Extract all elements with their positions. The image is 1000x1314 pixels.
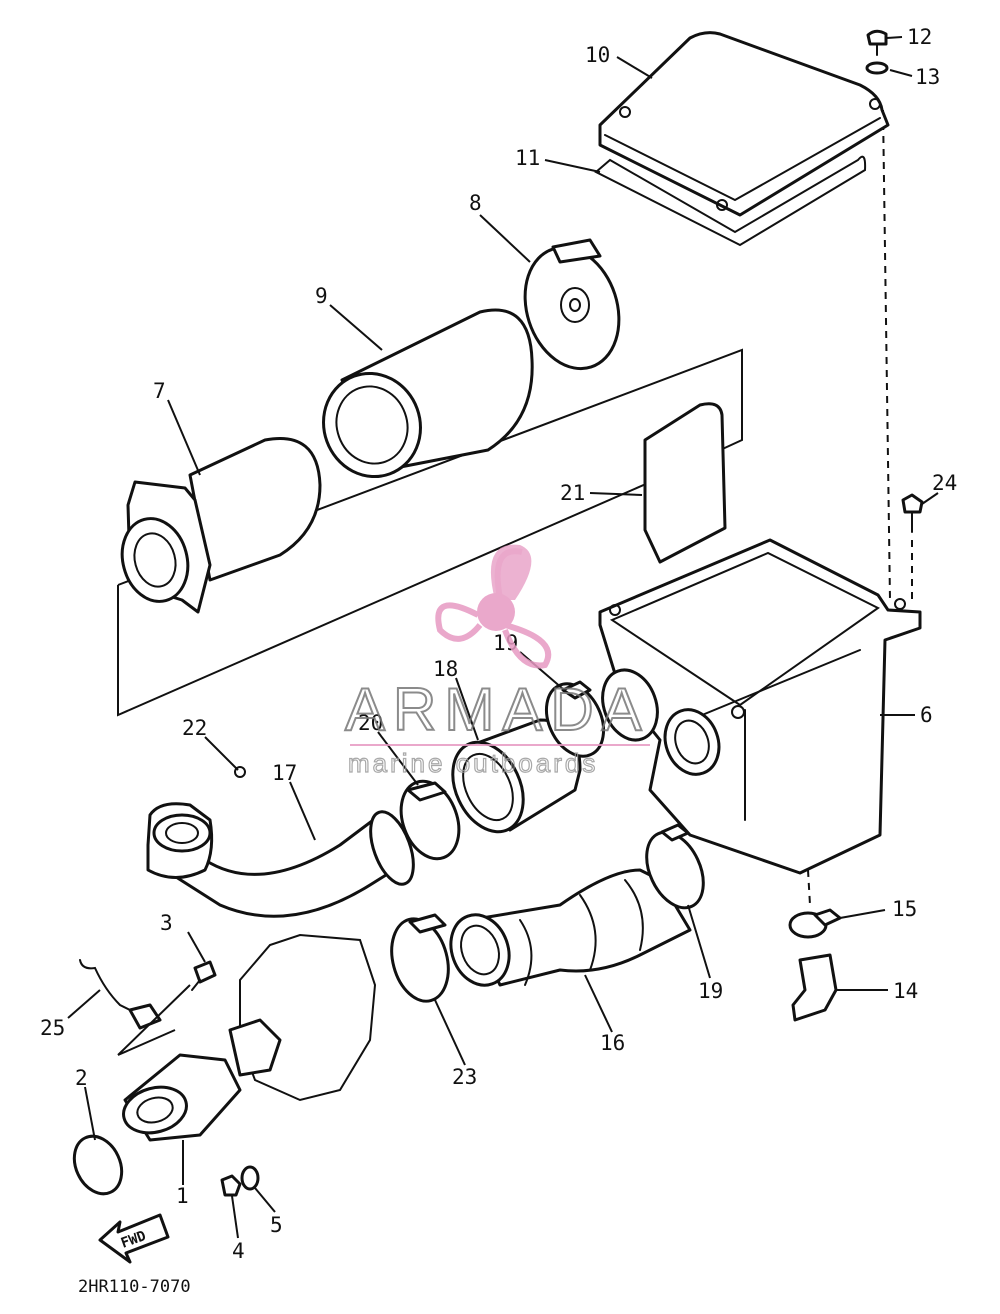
watermark-brand: ARMADA xyxy=(345,676,650,743)
cover-gasket xyxy=(594,155,867,247)
callout-15: 15 xyxy=(892,897,917,921)
hose-clamp-23 xyxy=(390,913,450,1003)
alignment-lines xyxy=(807,109,913,906)
filter-end-cap xyxy=(523,238,621,371)
engine-casing xyxy=(239,933,377,1102)
air-box-cover xyxy=(598,31,890,217)
callout-25: 25 xyxy=(40,1016,65,1040)
callout-16: 16 xyxy=(600,1031,625,1055)
inner-filter-element xyxy=(120,437,322,614)
callout-1: 1 xyxy=(176,1184,189,1208)
callout-2: 2 xyxy=(75,1066,88,1090)
wire-clip xyxy=(234,766,246,778)
drawing-code: 2HR110-7070 xyxy=(78,1277,191,1297)
callout-8: 8 xyxy=(469,191,482,215)
carburetor-joint xyxy=(122,1018,282,1142)
hose-clamp-20 xyxy=(399,779,461,861)
intake-duct xyxy=(146,802,415,918)
callout-3: 3 xyxy=(160,911,173,935)
leader-lines xyxy=(67,36,939,1239)
watermark-tagline: marine outboards xyxy=(348,748,598,778)
sensor-wire xyxy=(79,959,162,1030)
callout-23: 23 xyxy=(452,1065,477,1089)
o-ring xyxy=(72,1134,124,1196)
drain-clamp xyxy=(788,908,842,939)
callout-13: 13 xyxy=(915,65,940,89)
air-box-bolt xyxy=(901,493,924,533)
nut xyxy=(220,1174,242,1197)
callout-17: 17 xyxy=(272,761,297,785)
filter-element xyxy=(322,308,534,479)
rubber-joint xyxy=(449,868,692,987)
callout-7: 7 xyxy=(153,379,166,403)
callout-10: 10 xyxy=(585,43,610,67)
callout-14: 14 xyxy=(893,979,918,1003)
joint-screw xyxy=(191,960,217,991)
washer xyxy=(240,1165,260,1191)
callout-12: 12 xyxy=(907,25,932,49)
callout-6: 6 xyxy=(920,703,933,727)
callout-19-lower: 19 xyxy=(698,979,723,1003)
armada-watermark: ARMADA marine outboards xyxy=(344,544,650,779)
hose-clamp-lower xyxy=(645,823,705,910)
callout-22: 22 xyxy=(182,716,207,740)
callout-18: 18 xyxy=(433,657,458,681)
callout-4: 4 xyxy=(232,1239,245,1263)
air-box-plate xyxy=(643,402,727,564)
callout-5: 5 xyxy=(270,1213,283,1237)
propeller-logo-icon xyxy=(435,544,552,669)
cover-washer xyxy=(865,61,889,75)
drain-hose xyxy=(791,953,838,1022)
callout-24: 24 xyxy=(932,471,957,495)
callout-20: 20 xyxy=(358,711,383,735)
air-box-inlet-ports xyxy=(601,668,721,776)
fwd-arrow: FWD xyxy=(98,1213,170,1264)
callout-9: 9 xyxy=(315,284,328,308)
callout-21: 21 xyxy=(560,481,585,505)
callout-11: 11 xyxy=(515,146,540,170)
air-box xyxy=(598,538,922,875)
cover-screw xyxy=(866,29,888,56)
